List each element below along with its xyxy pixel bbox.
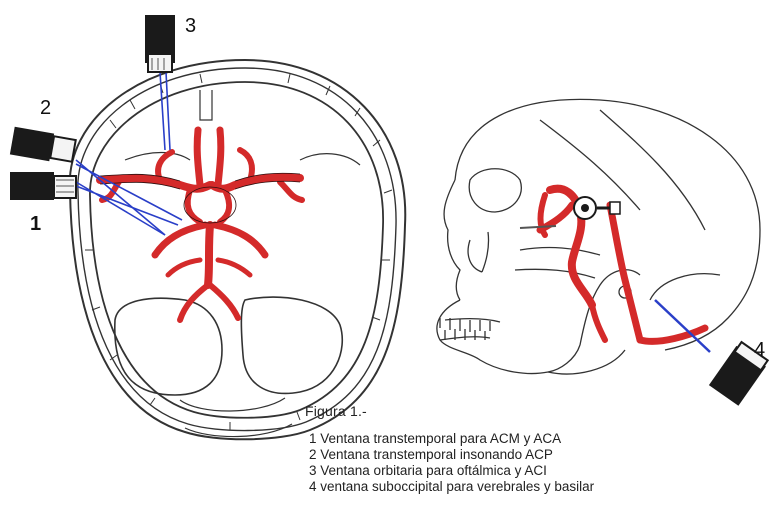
carotid-vertebral-arteries (540, 189, 705, 342)
legend-item-4: 4 ventana suboccipital para verebrales y… (309, 479, 775, 495)
probe-3 (145, 15, 175, 72)
label-1: 1 (30, 213, 41, 235)
label-4: 4 (754, 339, 765, 361)
label-3: 3 (185, 15, 196, 37)
skull-axial-view (70, 60, 406, 439)
legend-item-2: 2 Ventana transtemporal insonando ACP (309, 447, 775, 463)
label-2: 2 (40, 97, 51, 119)
figure-legend: Figura 1.- 1 Ventana transtemporal para … (305, 403, 775, 495)
probe-2 (10, 127, 76, 162)
legend-item-3: 3 Ventana orbitaria para oftálmica y ACI (309, 463, 775, 479)
legend-title: Figura 1.- (305, 403, 775, 419)
legend-item-1: 1 Ventana transtemporal para ACM y ACA (309, 431, 775, 447)
probe-1 (10, 172, 76, 200)
